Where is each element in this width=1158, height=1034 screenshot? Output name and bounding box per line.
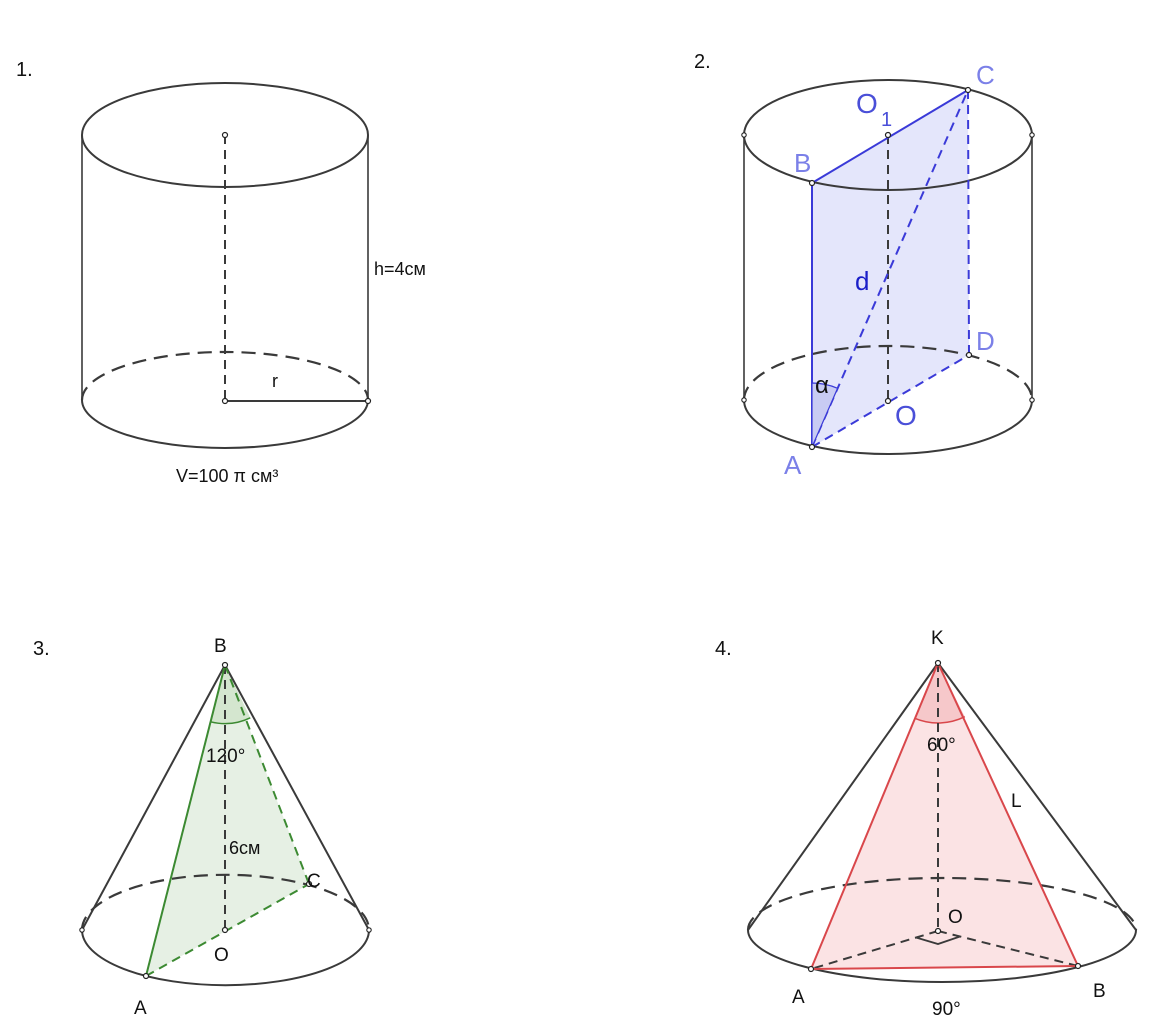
base-right-point [366, 927, 372, 933]
figure-4-number: 4. [715, 638, 732, 660]
segment-BC [224, 664, 310, 885]
cylinder2-bottom-front-arc [743, 399, 1033, 455]
angle-label: 120° [206, 746, 245, 767]
cone-base-back-arc [80, 873, 371, 931]
right-bottom-point [1029, 397, 1035, 403]
point-D [965, 351, 973, 359]
radius-label: r [272, 371, 278, 391]
radius-OB [937, 930, 1079, 967]
label-A: A [134, 998, 147, 1019]
point-O1 [884, 131, 892, 139]
point-A [808, 443, 816, 451]
cone2-base-front-arc [747, 929, 1137, 983]
point-A [142, 972, 150, 980]
top-center-point [221, 131, 229, 139]
label-A: A [792, 987, 805, 1008]
base-left-point [79, 927, 85, 933]
height-label: h=4см [374, 259, 426, 279]
apex-angle-arc [914, 716, 966, 724]
segment-BA [145, 664, 226, 977]
cone-left-generator [81, 664, 226, 931]
point-A [807, 965, 815, 973]
apex-angle-arc [210, 717, 251, 725]
label-O1: O [856, 88, 878, 119]
label-D: D [976, 326, 995, 356]
point-B [1074, 962, 1082, 970]
base-angle-label: 90° [932, 999, 961, 1020]
figure-2-number: 2. [694, 51, 711, 73]
label-O: O [895, 400, 917, 431]
cone2-base-back-arc [746, 876, 1138, 931]
right-top-point [1029, 132, 1035, 138]
point-B [808, 179, 816, 187]
label-d: d [855, 266, 869, 296]
bottom-center-point [221, 397, 229, 405]
figure-3-cone-section: 3. B A C O 120° 6см [33, 636, 372, 1019]
label-O: O [948, 907, 963, 928]
right-angle-mark [915, 935, 961, 945]
figure-4-cone-section: 4. K A B O L 60° 90° [715, 628, 1138, 1020]
cone-base-front-arc [81, 929, 370, 987]
volume-label: V=100 π см³ [176, 466, 278, 486]
cone2-right-generator [937, 662, 1137, 931]
apex-angle-label: 60° [927, 735, 956, 756]
segment-AB [810, 965, 1079, 970]
figure-3-number: 3. [33, 638, 50, 660]
segment-KA [810, 662, 939, 970]
figure-1-number: 1. [16, 59, 33, 81]
green-section-fill [146, 665, 309, 976]
apex-angle-fill [210, 665, 251, 724]
label-A: A [784, 450, 802, 480]
label-B: B [1093, 981, 1106, 1002]
left-bottom-point [741, 397, 747, 403]
height-label: 6см [229, 838, 260, 858]
apex-angle-fill [915, 663, 965, 723]
label-alpha: α [815, 372, 829, 399]
label-O1-subscript: 1 [881, 109, 892, 131]
segment-KB [937, 662, 1079, 967]
label-C: C [976, 60, 995, 90]
label-K: K [931, 628, 944, 649]
left-top-point [741, 132, 747, 138]
radius-end-point [364, 397, 372, 405]
point-K [934, 659, 942, 667]
label-B: B [214, 636, 227, 657]
point-C [964, 86, 972, 94]
diagonal-AC [811, 89, 969, 448]
angle-alpha-marker [811, 382, 839, 448]
point-C [305, 880, 313, 888]
label-O: O [214, 945, 229, 966]
point-B [221, 661, 229, 669]
point-O [221, 926, 229, 934]
label-L: L [1011, 791, 1022, 812]
cylinder-bottom-front-arc [81, 399, 369, 449]
cone-right-generator [224, 664, 370, 931]
red-section-fill [811, 663, 1078, 969]
label-B: B [794, 148, 811, 178]
label-C: C [307, 871, 321, 892]
point-O [884, 397, 892, 405]
point-O [934, 927, 942, 935]
figure-2-cylinder-section: 2. B C D A O O 1 d α [694, 51, 1035, 480]
figure-1-cylinder: 1. h=4см r V=100 π см³ [16, 59, 426, 486]
cone2-left-generator [747, 662, 939, 931]
